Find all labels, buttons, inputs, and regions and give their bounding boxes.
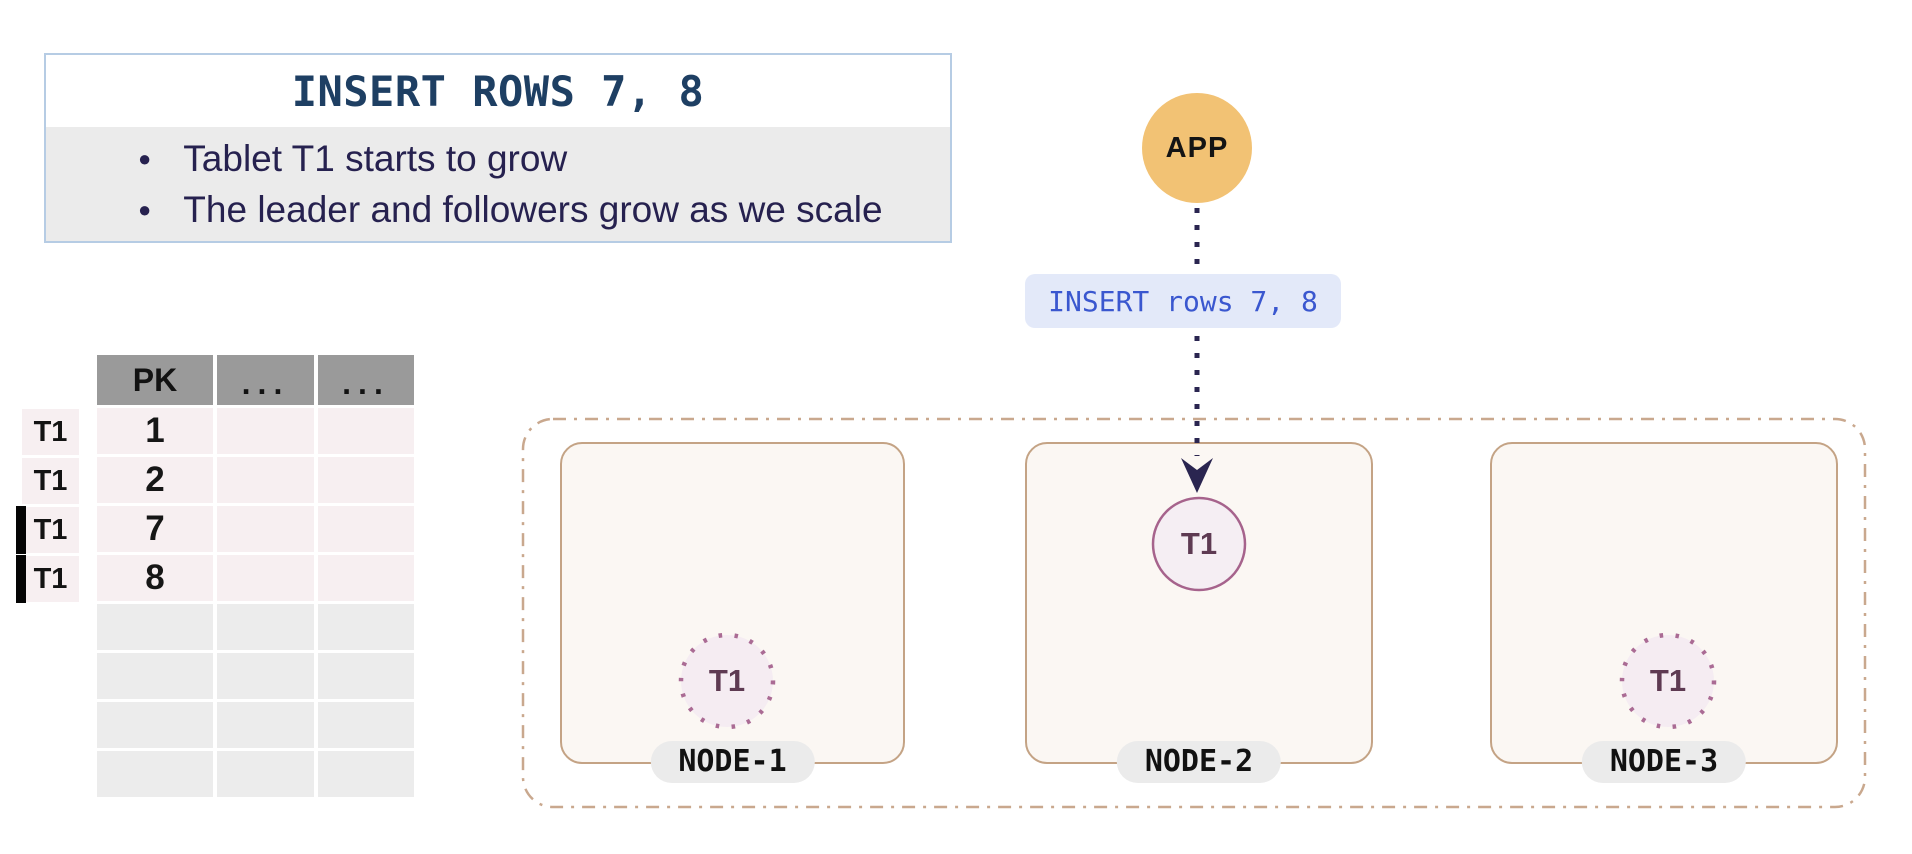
- pk-cell: 2: [97, 457, 213, 503]
- insert-marker: [16, 506, 26, 554]
- app-label: APP: [1165, 131, 1229, 164]
- tablet-row-label-inserted: T1: [16, 506, 79, 554]
- table-header-pk: PK: [97, 355, 213, 405]
- node-3-box: NODE-3: [1490, 442, 1838, 783]
- empty-cell: [318, 702, 414, 748]
- bullet-text: Tablet T1 starts to grow: [183, 137, 568, 179]
- info-box-title: INSERT ROWS 7, 8: [291, 66, 705, 116]
- node-1-label: NODE-1: [650, 741, 815, 783]
- table-cell: [217, 457, 314, 503]
- pk-cell: 7: [97, 506, 213, 552]
- tablet-row-label: T1: [22, 409, 79, 455]
- empty-cell: [217, 653, 314, 699]
- pk-cell: 1: [97, 408, 213, 454]
- empty-cell: [97, 751, 213, 797]
- node-2-box: NODE-2: [1025, 442, 1373, 783]
- empty-cell: [318, 751, 414, 797]
- empty-cell: [217, 702, 314, 748]
- empty-cell: [97, 653, 213, 699]
- empty-cell: [318, 604, 414, 650]
- table-cell: [217, 408, 314, 454]
- empty-cell: [217, 604, 314, 650]
- pk-cell: 8: [97, 555, 213, 601]
- tablet-row-label-inserted: T1: [16, 555, 79, 603]
- table-cell: [217, 506, 314, 552]
- table-cell: [318, 408, 414, 454]
- bullet-icon: ●: [138, 196, 152, 222]
- table-cell: [318, 506, 414, 552]
- pk-table: PK ... ... 1 2 7 8: [97, 355, 414, 797]
- info-box-bullet-list: ● Tablet T1 starts to grow ● The leader …: [46, 127, 950, 241]
- table-cell: [217, 555, 314, 601]
- empty-cell: [97, 702, 213, 748]
- insert-marker: [16, 555, 26, 603]
- empty-cell: [217, 751, 314, 797]
- node-2-label: NODE-2: [1116, 741, 1282, 783]
- tablet-t1-node2-label: T1: [1180, 526, 1218, 561]
- bullet-text: The leader and followers grow as we scal…: [183, 188, 883, 230]
- node-1-box: NODE-1: [560, 442, 905, 783]
- table-header-ellipsis: ...: [318, 355, 414, 405]
- tablet-row-label: T1: [22, 458, 79, 504]
- table-cell: [318, 555, 414, 601]
- tablet-t1-node3-label: T1: [1649, 663, 1687, 698]
- insert-request-pill: INSERT rows 7, 8: [1025, 274, 1341, 328]
- bullet-item: ● Tablet T1 starts to grow: [138, 138, 950, 180]
- node-3-label: NODE-3: [1581, 741, 1747, 783]
- table-cell: [318, 457, 414, 503]
- empty-cell: [318, 653, 414, 699]
- tablet-row-labels: T1 T1 T1 T1: [16, 409, 79, 603]
- tablet-t1-node1-label: T1: [708, 663, 746, 698]
- bullet-item: ● The leader and followers grow as we sc…: [138, 189, 950, 231]
- app-circle: APP: [1142, 93, 1252, 203]
- info-box: INSERT ROWS 7, 8 ● Tablet T1 starts to g…: [44, 53, 952, 243]
- empty-cell: [97, 604, 213, 650]
- bullet-icon: ●: [138, 145, 152, 171]
- table-header-ellipsis: ...: [217, 355, 314, 405]
